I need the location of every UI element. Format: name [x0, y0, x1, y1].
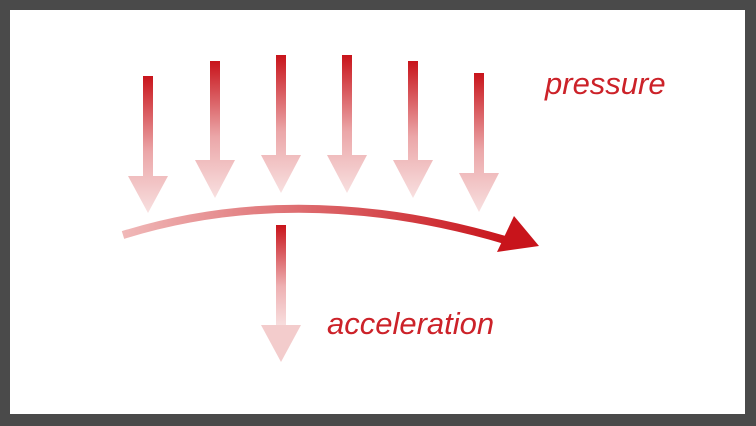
pressure-arrow — [128, 76, 168, 213]
pressure-arrow — [459, 73, 499, 212]
pressure-arrow — [327, 55, 367, 193]
curved-arrowhead — [497, 216, 539, 252]
pressure-arrow — [261, 55, 301, 193]
pressure-label: pressure — [545, 66, 666, 101]
acceleration-arrow — [261, 225, 301, 362]
pressure-arrow — [393, 61, 433, 198]
acceleration-label: acceleration — [327, 306, 495, 341]
pressure-arrow — [195, 61, 235, 198]
pressure-arrows — [128, 55, 499, 213]
curved-motion-path — [121, 204, 507, 244]
